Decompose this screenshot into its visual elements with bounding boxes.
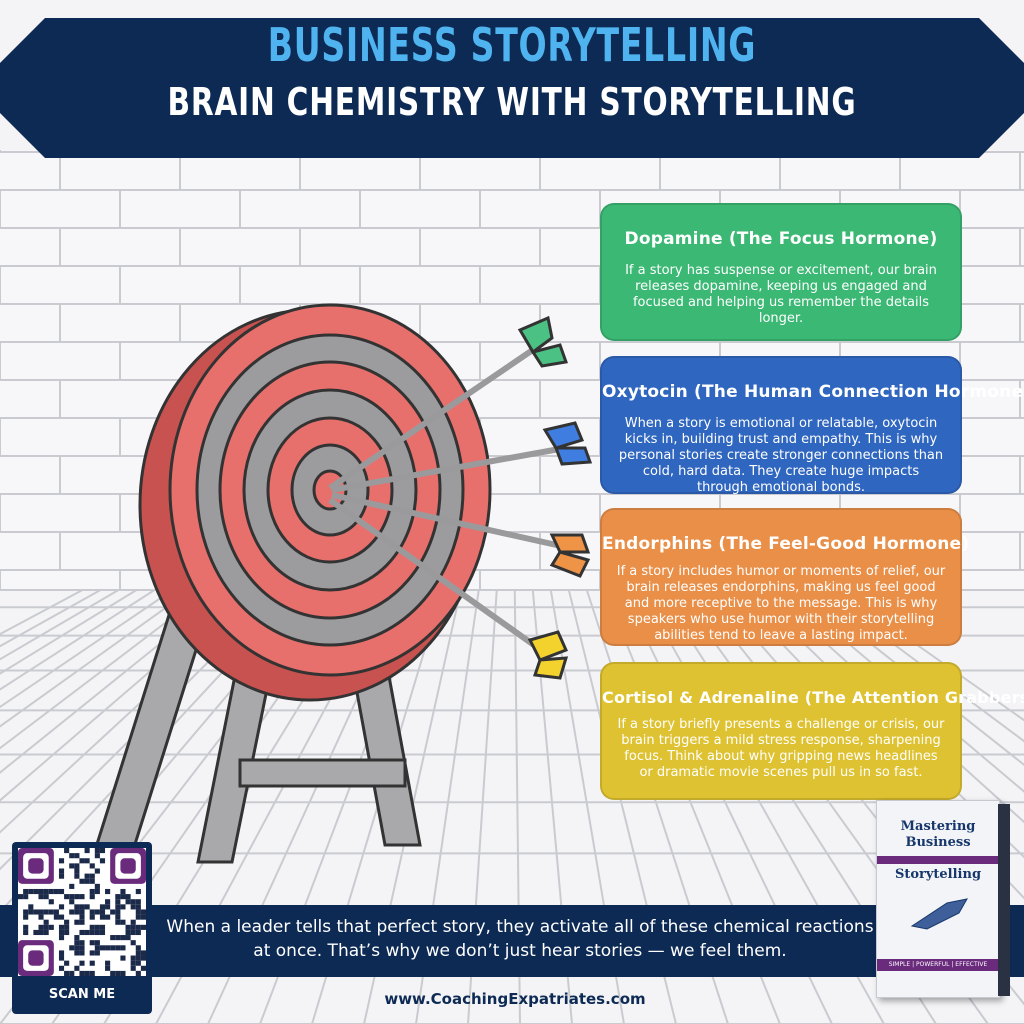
card-oxytocin-heading: Oxytocin (The Human Connection Hormone)	[602, 382, 1024, 402]
scan-me-label: SCAN ME	[48, 987, 116, 1002]
book-front: Mastering Business Storytelling SIMPLE |…	[876, 800, 1000, 998]
book-title-line1: Mastering	[900, 819, 976, 834]
book-title-line3: Storytelling	[894, 867, 982, 882]
card-dopamine-body: If a story has suspense or excitement, o…	[625, 263, 937, 326]
arrow-blue	[331, 421, 593, 493]
book-spine	[998, 804, 1010, 996]
book-cover: Mastering Business Storytelling SIMPLE |…	[876, 800, 1012, 998]
qr-code-panel[interactable]: SCAN ME	[12, 842, 152, 1014]
book-tagline: SIMPLE | POWERFUL | EFFECTIVE	[877, 959, 999, 971]
website-link[interactable]: www.CoachingExpatriates.com	[384, 990, 646, 1008]
target-illustration	[89, 303, 593, 864]
card-endorphins: Endorphins (The Feel-Good Hormone) If a …	[600, 508, 970, 646]
card-dopamine-heading: Dopamine (The Focus Hormone)	[624, 229, 938, 249]
footer-bar	[0, 905, 1024, 977]
card-cortisol-body: If a story briefly presents a challenge …	[617, 717, 945, 780]
card-cortisol-heading: Cortisol & Adrenaline (The Attention Gra…	[602, 688, 1024, 707]
card-oxytocin: Oxytocin (The Human Connection Hormone) …	[600, 356, 1024, 495]
header-subtitle: BRAIN CHEMISTRY WITH STORYTELLING	[167, 80, 857, 124]
stand-crossbar	[238, 758, 407, 788]
arrow-green	[328, 315, 569, 491]
card-cortisol: Cortisol & Adrenaline (The Attention Gra…	[600, 662, 1024, 800]
book-band	[877, 856, 999, 864]
arrow-orange	[331, 492, 591, 578]
header-banner	[0, 18, 1024, 158]
qr-code	[18, 848, 146, 976]
card-oxytocin-body: When a story is emotional or relatable, …	[618, 416, 944, 495]
book-illustration-icon	[910, 898, 968, 930]
card-endorphins-heading: Endorphins (The Feel-Good Hormone)	[602, 534, 970, 554]
card-endorphins-body: If a story includes humor or moments of …	[616, 564, 946, 643]
arrow-yellow	[328, 497, 569, 680]
footer-message: When a leader tells that perfect story, …	[166, 917, 874, 961]
book-title-line2: Business	[905, 835, 971, 850]
header-title: BUSINESS STORYTELLING	[267, 18, 757, 72]
card-dopamine: Dopamine (The Focus Hormone) If a story …	[600, 203, 962, 341]
